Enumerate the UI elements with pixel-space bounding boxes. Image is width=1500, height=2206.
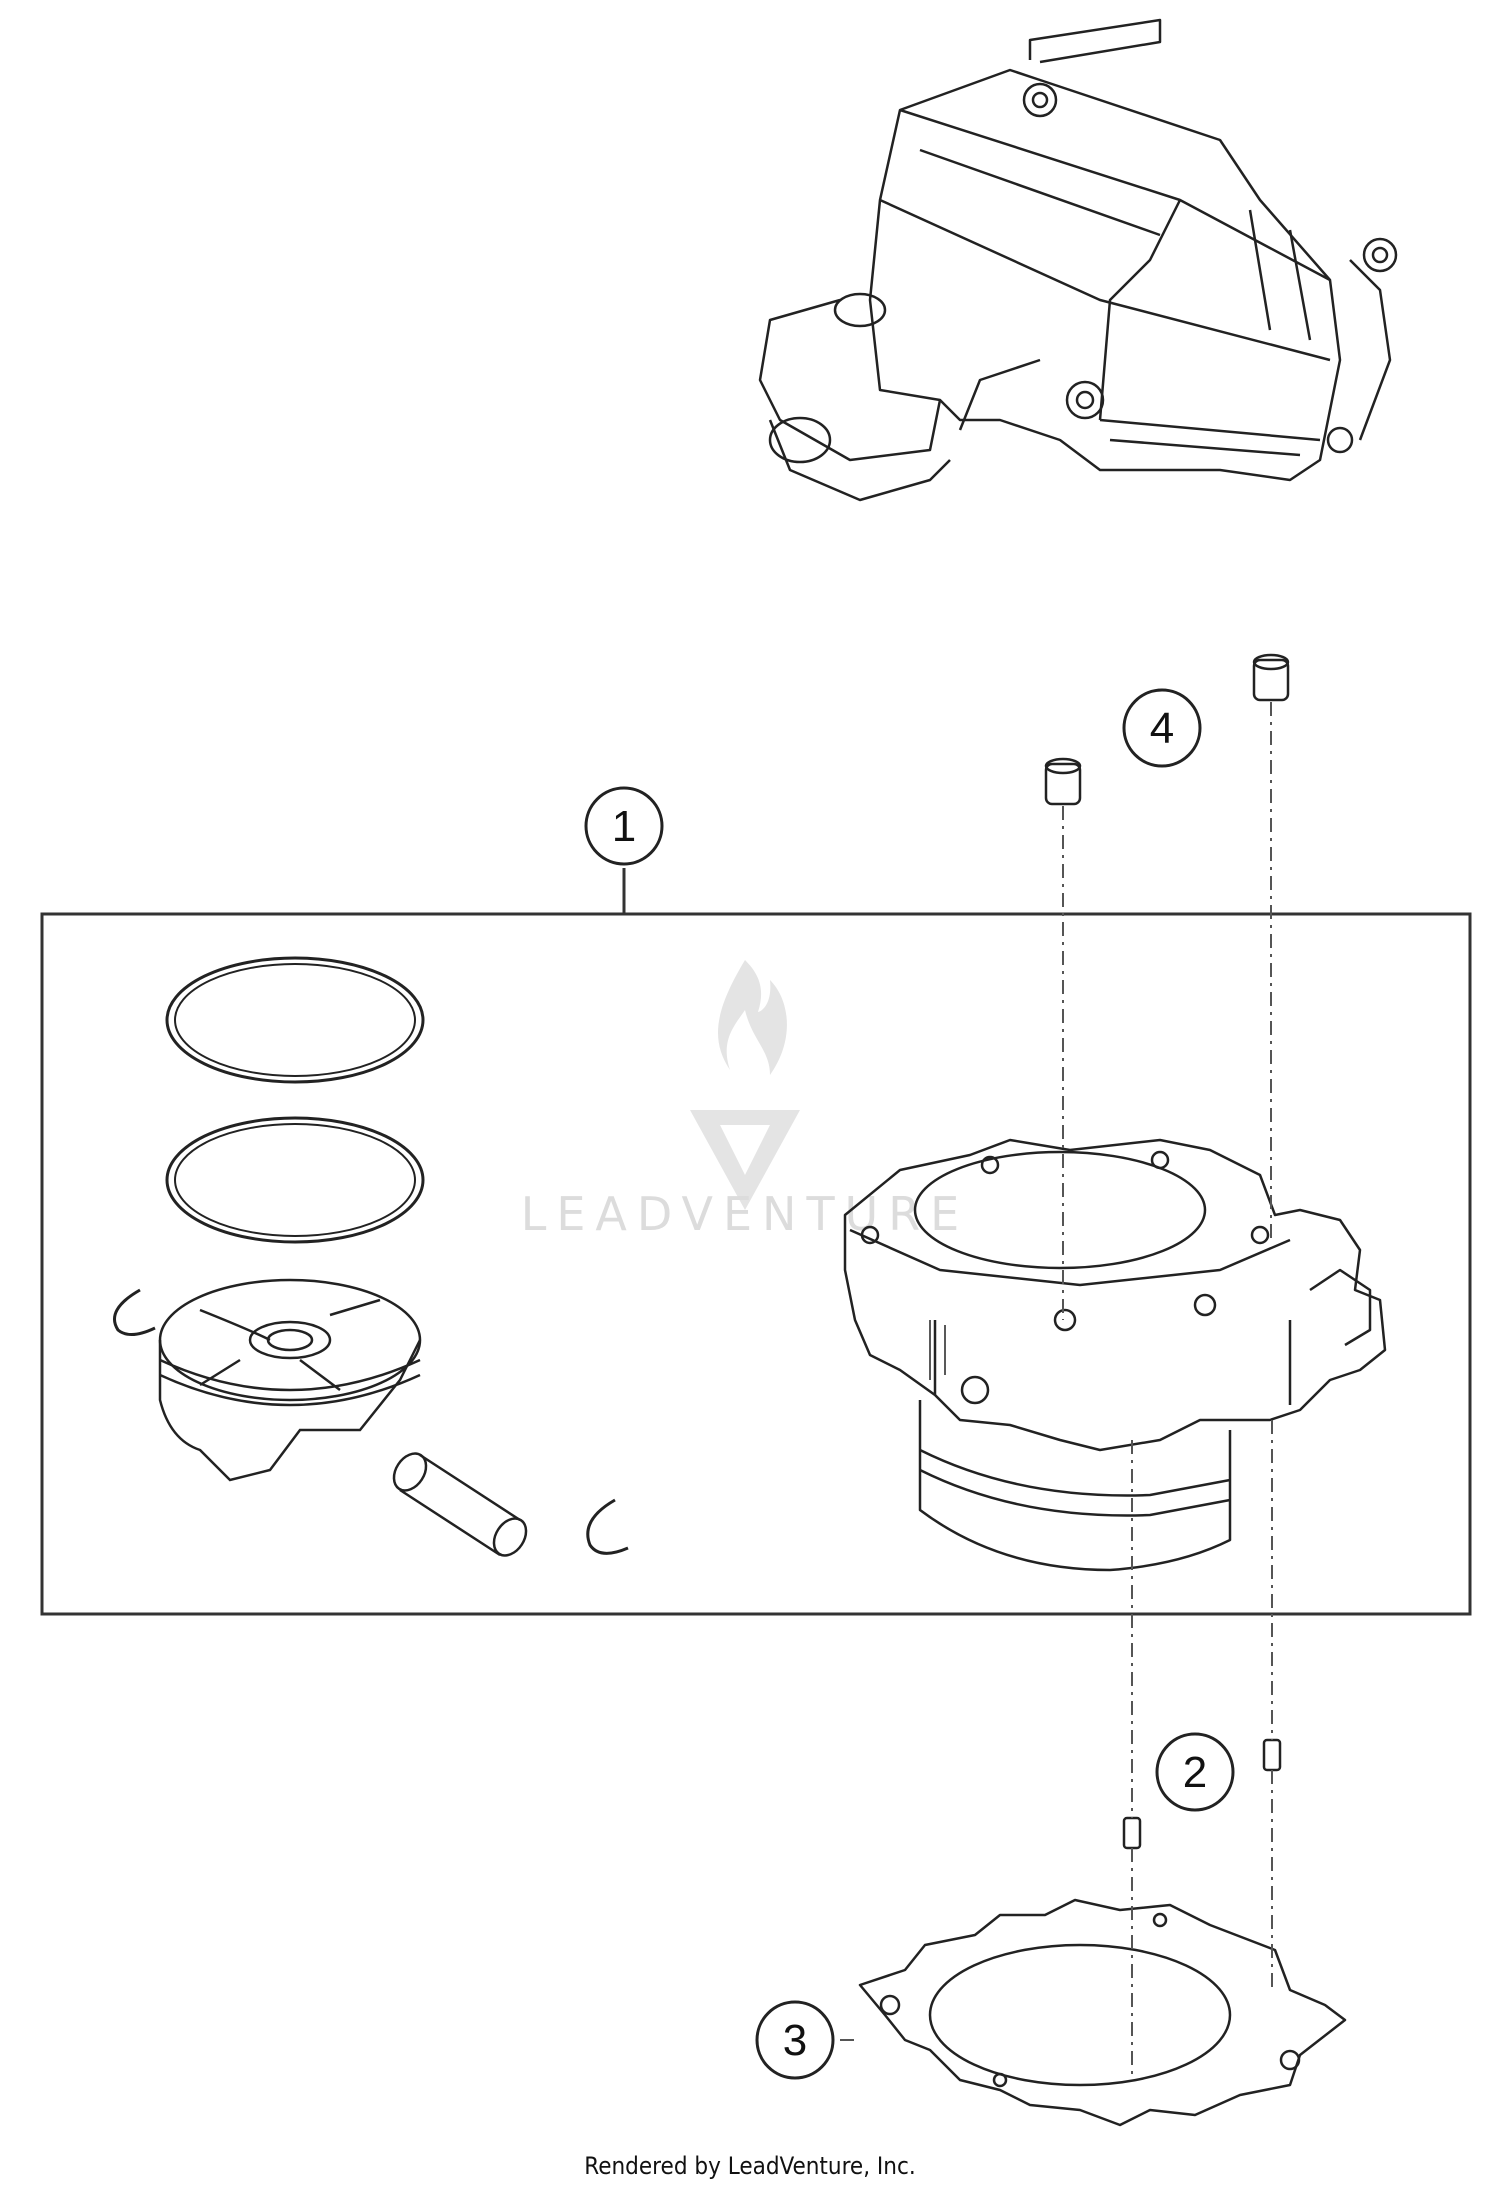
callout-3-label: 3 — [783, 2016, 807, 2065]
watermark-text: LEADVENTURE — [521, 1187, 970, 1241]
callout-1[interactable]: 1 — [584, 786, 664, 866]
piston — [158, 1278, 422, 1482]
dowel-pins — [1044, 653, 1290, 1850]
piston-pin — [392, 1452, 528, 1557]
cylinder-base-gasket — [858, 1898, 1347, 2127]
callout-2[interactable]: 2 — [1155, 1732, 1235, 1812]
piston-cylinder-group-box — [40, 868, 1472, 1616]
circlips — [113, 1288, 629, 1555]
cylinder-head — [758, 18, 1398, 502]
callout-2-label: 2 — [1183, 1748, 1207, 1797]
callout-3[interactable]: 3 — [755, 2000, 835, 2080]
callout-4[interactable]: 4 — [1122, 688, 1202, 768]
cylinder — [843, 1138, 1387, 1572]
callout-1-label: 1 — [612, 802, 636, 851]
leadventure-watermark: LEADVENTURE — [521, 960, 970, 1241]
piston-rings — [165, 956, 425, 1244]
leader-lines — [840, 702, 1273, 2080]
flame-logo-icon — [690, 960, 800, 1210]
footer-credit: Rendered by LeadVenture, Inc. — [584, 2152, 916, 2180]
callout-4-label: 4 — [1150, 704, 1174, 753]
